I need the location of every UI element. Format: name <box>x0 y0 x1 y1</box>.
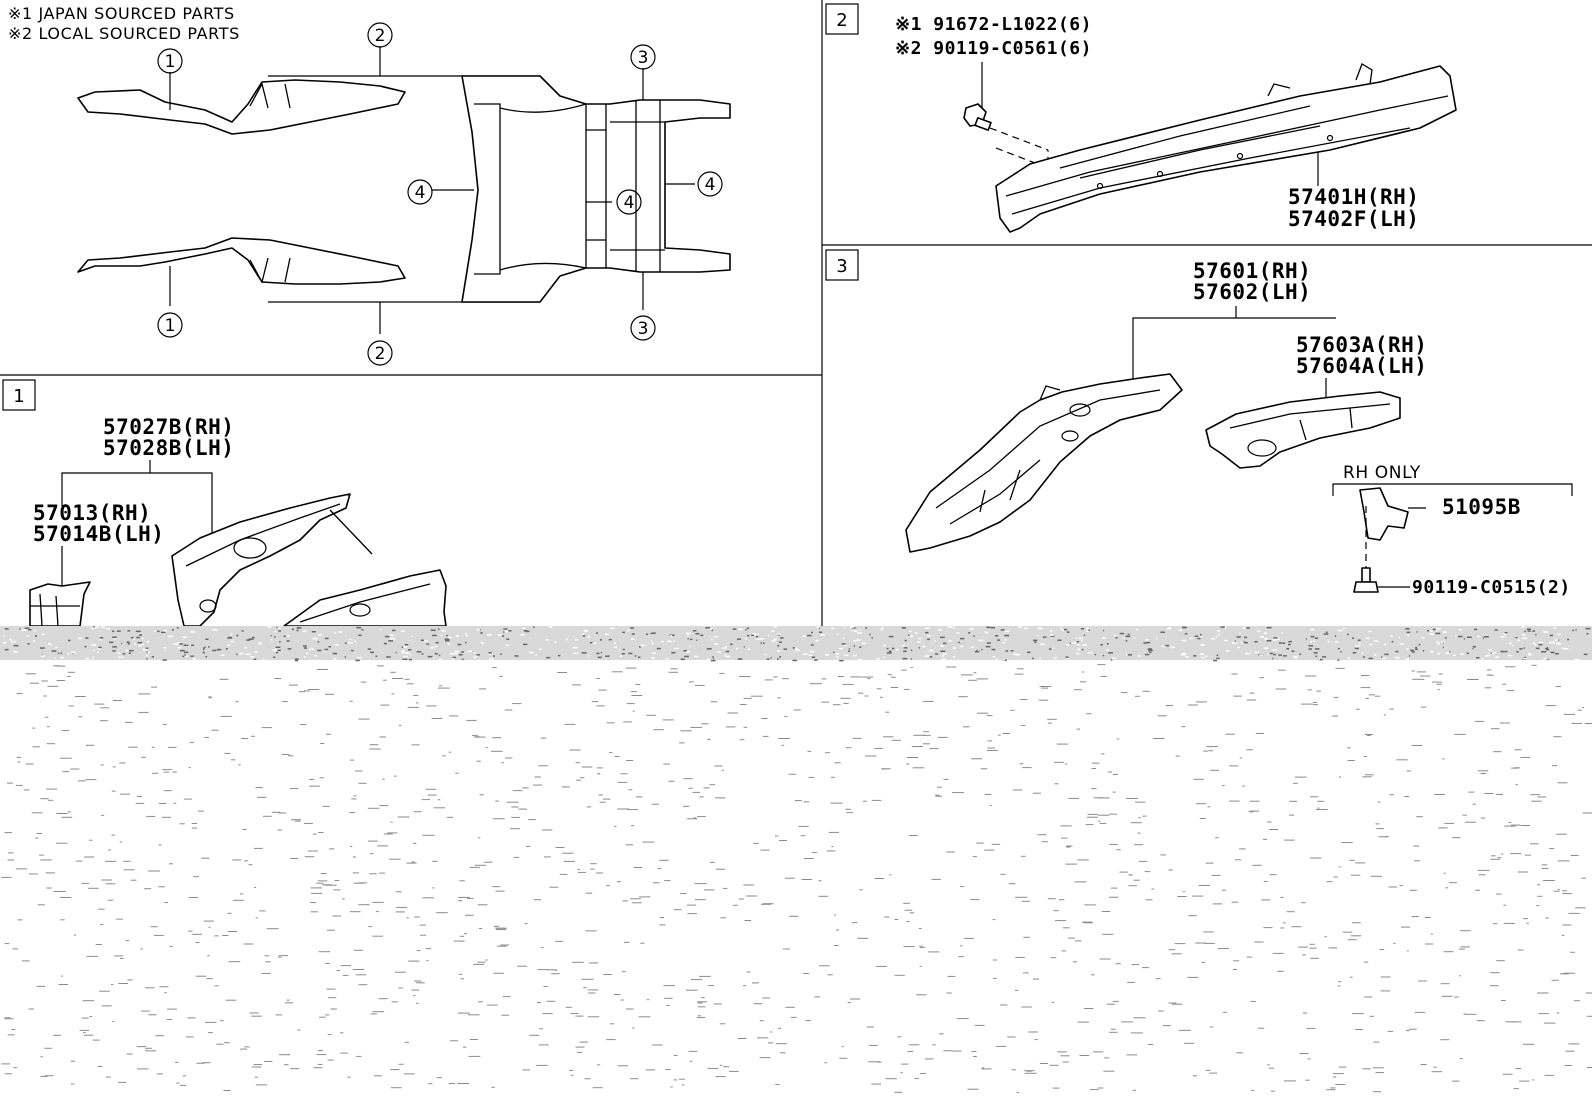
section-two-number: 2 <box>836 10 847 31</box>
ext-lh-label: 57014B(LH) <box>33 522 164 546</box>
overview-frame <box>77 46 731 334</box>
rail-lh-label: 57402F(LH) <box>1288 207 1419 231</box>
fastener-japan-label: ※1 91672-L1022(6) <box>895 14 1092 35</box>
section-one-drawing: 57027B(RH) 57028B(LH) 57013(RH) 57014B(L… <box>29 415 447 627</box>
section-three-box <box>825 249 859 281</box>
callout-3-top: 3 <box>638 48 649 68</box>
member-rh-label: 57601(RH) <box>1193 259 1311 283</box>
rear-lh-label: 57604A(LH) <box>1296 354 1427 378</box>
section-one-box <box>2 379 36 411</box>
callout-1-top: 1 <box>165 52 176 72</box>
rail-rh-label: 57401H(RH) <box>1288 185 1419 209</box>
callout-4-right: 4 <box>705 175 716 195</box>
note-japan-sourced: ※1 JAPAN SOURCED PARTS <box>8 4 235 23</box>
section-three-drawing: 57601(RH) 57602(LH) 57603A(RH) 57604A(LH… <box>905 259 1573 598</box>
rh-only-label: RH ONLY <box>1343 463 1421 483</box>
rear-rh-label: 57603A(RH) <box>1296 333 1427 357</box>
bolt-icon <box>1353 567 1379 593</box>
callout-4-left: 4 <box>415 183 426 203</box>
callout-2-top: 2 <box>375 26 386 46</box>
callout-3-bottom: 3 <box>638 319 649 339</box>
section-three-number: 3 <box>836 256 847 277</box>
ext-rh-label: 57013(RH) <box>33 501 151 525</box>
note-local-sourced: ※2 LOCAL SOURCED PARTS <box>8 24 240 43</box>
callout-1-bottom: 1 <box>165 316 176 336</box>
front-rh-label: 57027B(RH) <box>103 415 234 439</box>
bracket-label: 51095B <box>1442 495 1521 519</box>
callout-4-mid: 4 <box>624 193 635 213</box>
scan-separator-band <box>0 626 1592 662</box>
fastener-local-label: ※2 90119-C0561(6) <box>895 38 1092 59</box>
callout-2-bottom: 2 <box>375 344 386 364</box>
screw-icon <box>963 103 992 131</box>
bolt-label: 90119-C0515(2) <box>1412 577 1571 598</box>
section-two-drawing: ※1 91672-L1022(6) ※2 90119-C0561(6) 5740… <box>895 14 1457 233</box>
scan-speckle-field <box>1 664 1592 1094</box>
panel-borders <box>0 0 1592 626</box>
member-lh-label: 57602(LH) <box>1193 280 1311 304</box>
front-lh-label: 57028B(LH) <box>103 436 234 460</box>
section-two-box <box>825 3 859 35</box>
overview-callouts: 1 1 2 2 3 3 4 4 4 <box>157 22 723 366</box>
section-one-number: 1 <box>13 386 24 407</box>
